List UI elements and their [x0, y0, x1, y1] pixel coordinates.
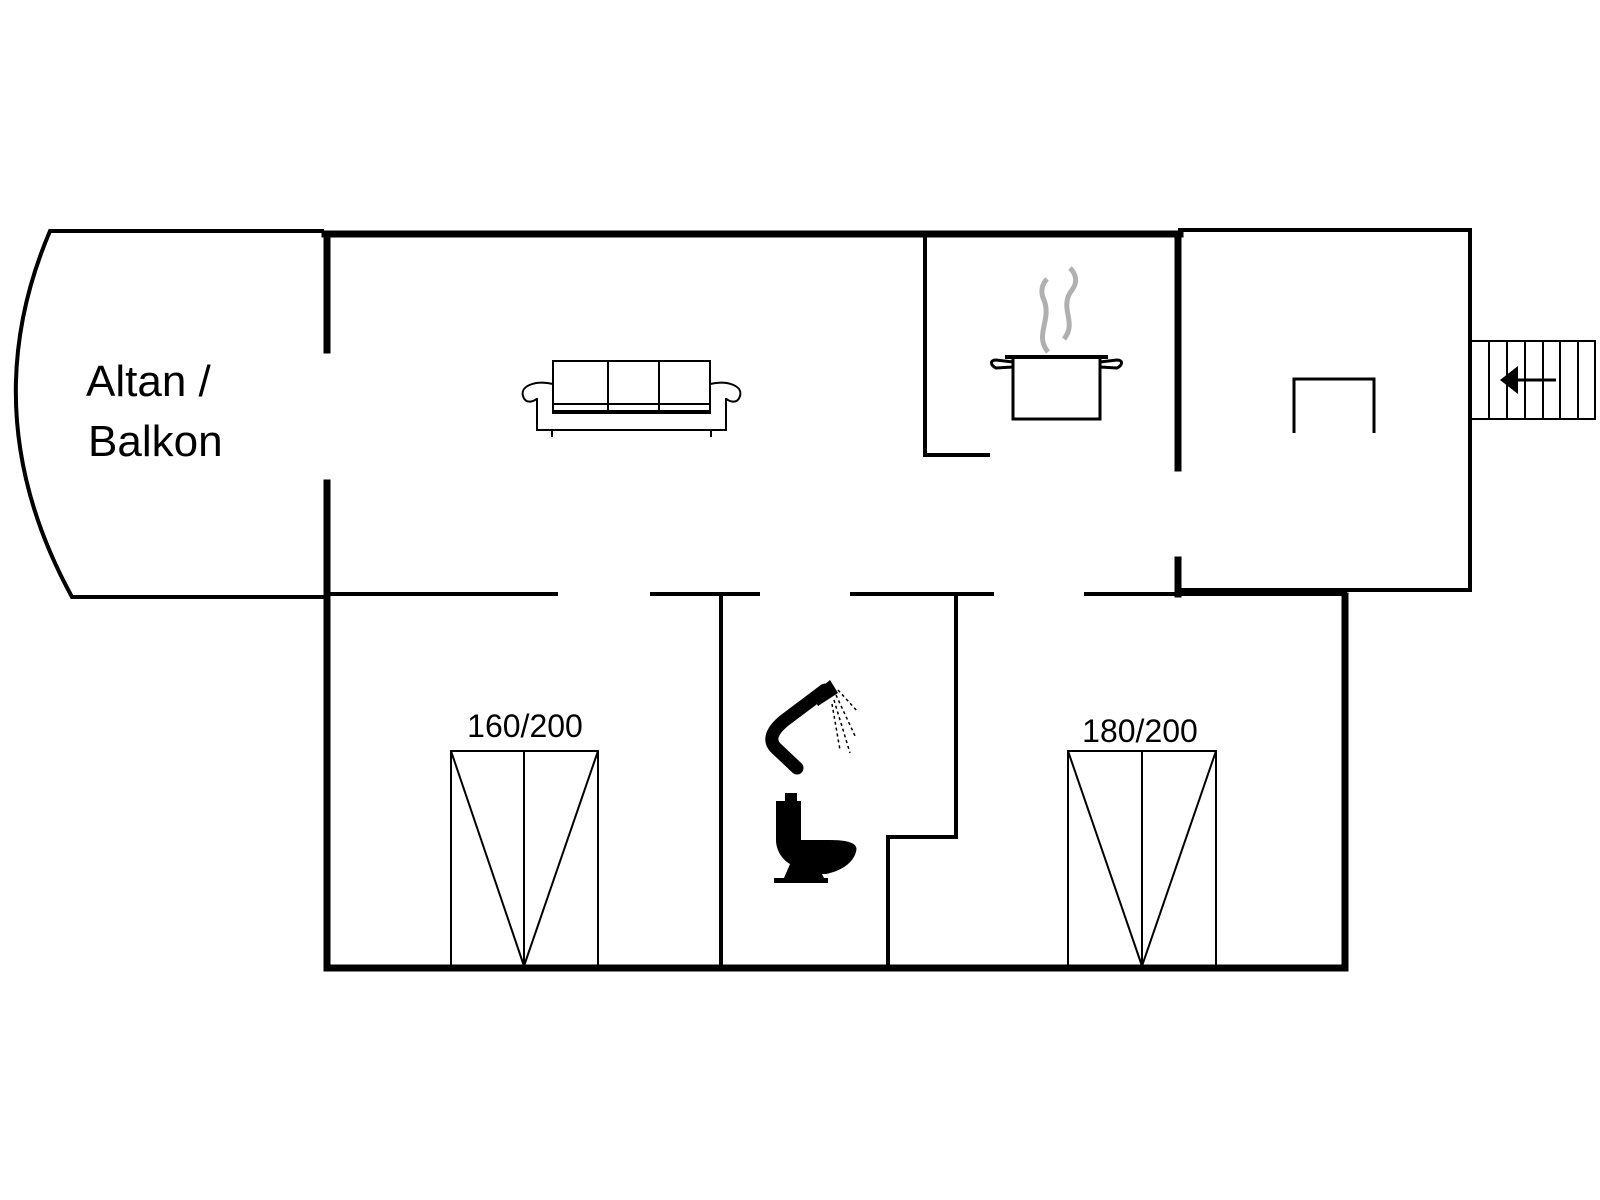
double-bed-icon [450, 750, 599, 967]
cooking-pot-icon [990, 266, 1123, 421]
table-icon [1292, 377, 1376, 433]
bed-size-label-left: 160/200 [467, 708, 583, 744]
interior-walls [325, 230, 1347, 968]
sofa-icon [521, 360, 742, 437]
entrance-arrow-icon [1500, 366, 1556, 394]
balcony-label-line1: Altan / [86, 357, 212, 406]
bed-size-label-right: 180/200 [1082, 713, 1198, 749]
shower-icon [765, 680, 859, 775]
double-bed-icon [1067, 750, 1217, 967]
balcony-label-line2: Balkon [88, 417, 223, 466]
toilet-icon [774, 793, 857, 883]
exterior-walls [321, 228, 1472, 972]
balcony [13, 229, 324, 599]
